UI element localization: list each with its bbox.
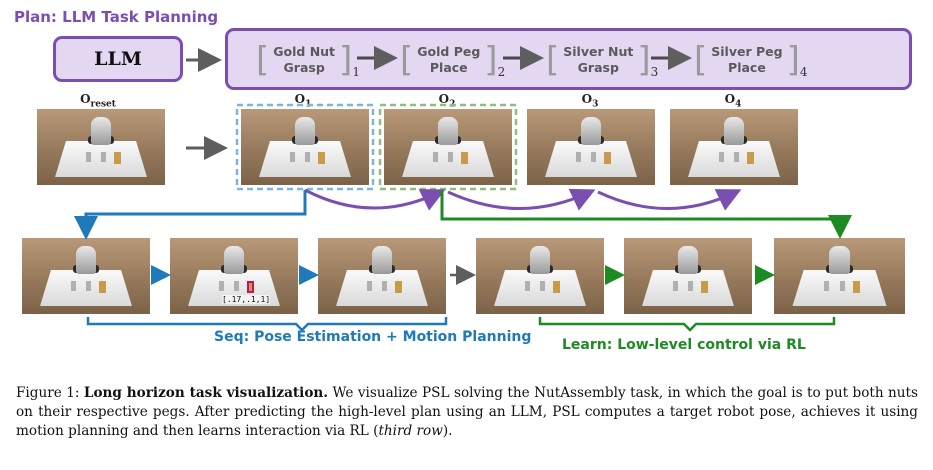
plan-step-3-line1: Silver Nut (563, 44, 634, 59)
learn-image-2 (624, 238, 752, 314)
plan-step-2-line2: Place (429, 60, 468, 75)
llm-box: LLM (53, 36, 183, 82)
plan-step-1-line2: Grasp (283, 60, 325, 75)
scene-image-o1 (241, 109, 369, 185)
right-bracket: ] (484, 40, 498, 80)
highlight-o2 (378, 103, 518, 191)
plan-step-1-index: 1 (352, 65, 360, 79)
obs-label-o3: O3 (581, 92, 599, 110)
plan-step-2-line1: Gold Peg (417, 44, 481, 59)
arrow-o2-to-learn (440, 190, 852, 239)
left-bracket: [ (694, 40, 708, 80)
scene-image-o2 (384, 109, 512, 185)
curve-o1-o2 (304, 188, 446, 211)
plan-step-1-line1: Gold Nut (273, 44, 336, 59)
learn-image-3 (774, 238, 905, 314)
left-bracket: [ (400, 40, 414, 80)
plan-step-4-line1: Silver Peg (711, 44, 783, 59)
curve-o2-o3 (447, 188, 596, 211)
left-bracket: [ (256, 40, 270, 80)
seq-image-3 (318, 238, 446, 314)
plan-title: Plan: LLM Task Planning (14, 8, 219, 26)
arrow-o1-to-seq (74, 190, 307, 240)
plan-step-4-index: 4 (799, 65, 808, 79)
llm-label: LLM (94, 48, 142, 70)
right-bracket: ] (637, 40, 651, 80)
right-bracket: ] (786, 40, 800, 80)
curve-o3-o4 (597, 189, 742, 211)
seq-brace (86, 317, 448, 332)
learn-image-1 (476, 238, 604, 314)
obs-label-reset: Oreset (80, 92, 116, 110)
learn-label: Learn: Low-level control via RL (562, 337, 806, 353)
right-bracket: ] (339, 40, 353, 80)
highlight-o1 (235, 103, 375, 191)
plan-step-4-line2: Place (728, 60, 766, 75)
scene-image-reset (37, 109, 165, 185)
left-bracket: [ (546, 40, 560, 80)
caption-bold-title: Long horizon task visualization. (83, 385, 329, 401)
scene-image-o3 (527, 109, 655, 185)
caption-text-1: We visualize PSL solving the NutAssembly… (16, 385, 918, 439)
seq-label: Seq: Pose Estimation + Motion Planning (214, 329, 532, 345)
plan-step-3-index: 3 (650, 65, 659, 79)
obs-label-o4: O4 (724, 92, 742, 110)
plan-step-3-line2: Grasp (577, 60, 619, 75)
caption-italic: third row (378, 423, 443, 439)
figure-caption: Figure 1: Long horizon task visualizatio… (16, 384, 918, 441)
seq-image-2: [.17,.1,1] (170, 238, 298, 314)
learn-brace (538, 317, 836, 332)
pose-annotation: [.17,.1,1] (222, 295, 271, 304)
caption-text-2: ). (442, 423, 453, 439)
scene-image-o4 (670, 109, 798, 185)
seq-image-1 (22, 238, 150, 314)
plan-step-2-index: 2 (497, 65, 506, 79)
caption-fig-label: Figure 1: (16, 385, 80, 401)
